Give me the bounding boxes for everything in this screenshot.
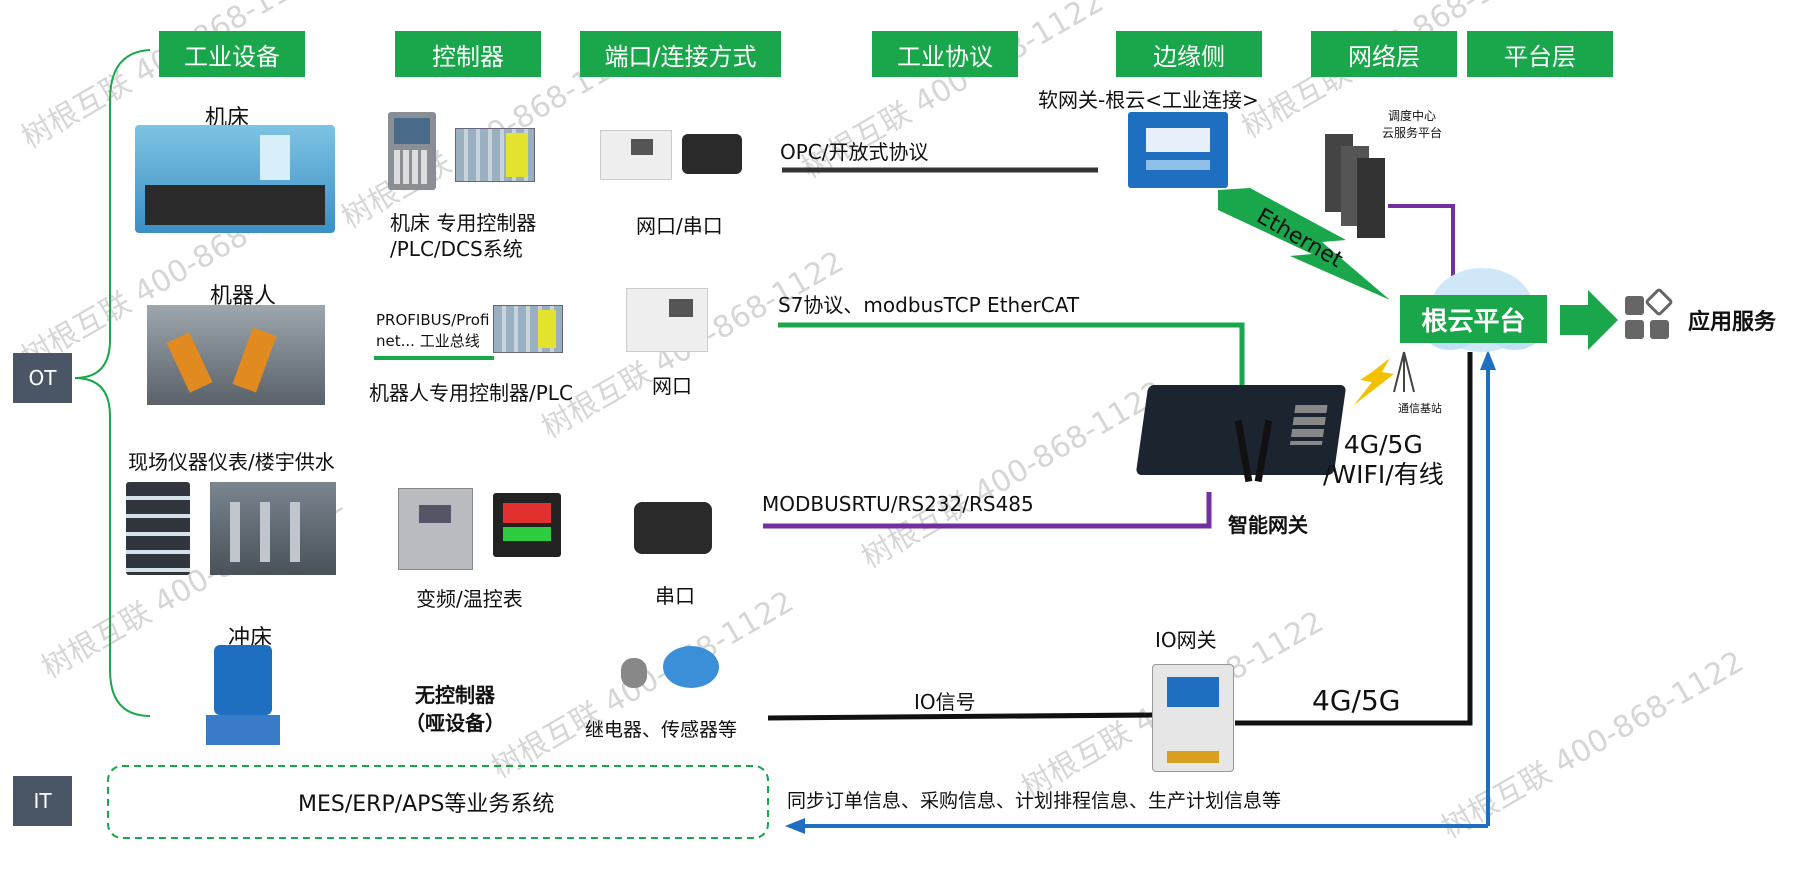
root-cloud-platform: 根云平台 [1400,295,1547,343]
s7-line [778,322,1245,392]
port-row1-label: 网口/串口 [636,214,723,238]
io-4g-label: 4G/5G [1312,684,1401,717]
server-stack-image [1325,134,1387,239]
profibus-underline [374,356,494,360]
plc-rack-image [455,128,535,182]
app-icon-sq1 [1625,296,1644,315]
header-port-connection: 端口/连接方式 [580,31,781,77]
modbus-line [763,492,1212,529]
io-gateway-label: IO网关 [1155,628,1217,652]
header-edge: 边缘侧 [1116,31,1262,77]
pump-room-image [210,482,336,575]
app-icon-sq3 [1625,320,1644,339]
ethernet-port-image [600,130,672,180]
protocol-row3-label: MODBUSRTU/RS232/RS485 [762,492,1034,516]
header-network-layer: 网络层 [1311,31,1457,77]
header-platform-layer: 平台层 [1467,31,1613,77]
port-row3-label: 串口 [655,584,695,608]
app-service-label: 应用服务 [1688,310,1777,335]
soft-gateway-label: 软网关-根云<工业连接> [1038,88,1259,112]
soft-gateway-screen [1128,112,1228,188]
robot-image [147,305,325,405]
protocol-row4-label: IO信号 [914,690,976,714]
io-gateway-image [1152,664,1234,772]
it-systems-label: MES/ERP/APS等业务系统 [298,792,555,817]
protocol-row1-label: OPC/开放式协议 [780,140,929,164]
controller-panel-image [388,112,436,190]
ethernet-port-image-2 [626,288,708,352]
io-4g-line [1235,352,1473,726]
app-icon-sq2 [1645,288,1673,316]
plc-rack-image-2 [493,305,563,353]
controller-row2-label: 机器人专用控制器/PLC [369,381,573,405]
io-line [767,712,1153,721]
smart-gateway-label: 智能网关 [1228,513,1308,537]
header-industrial-protocol: 工业协议 [872,31,1018,77]
it-systems-box [107,765,769,839]
controller-row4-label: 无控制器 （哑设备） [405,683,505,735]
ot-label: OT [13,353,72,403]
sync-arrow-up [1480,350,1496,370]
dispatch-center-label: 调度中心 云服务平台 [1382,109,1443,140]
it-label: IT [13,776,72,826]
app-icon-sq4 [1650,320,1669,339]
instrument-cabinet-image [126,482,190,575]
wireless-label: 4G/5G /WIFI/有线 [1323,430,1444,489]
controller-row1-label: 机床 专用控制器 /PLC/DCS系统 [390,211,537,261]
serial-port-image-2 [634,502,712,554]
inverter-image [398,488,473,570]
ot-brace [74,49,151,717]
header-controller: 控制器 [395,31,541,77]
relay-sensor-image [615,646,731,694]
base-station-label: 通信基站 [1398,402,1442,415]
server-cloud-line [1388,204,1455,276]
header-industrial-equipment: 工业设备 [159,31,305,77]
machine-tool-image [135,125,335,233]
protocol-row2-label: S7协议、modbusTCP EtherCAT [778,293,1080,317]
wireless-bolt [1354,358,1394,405]
press-image [194,645,290,748]
controller-row3-label: 变频/温控表 [416,587,523,611]
robot-label: 机器人 [210,284,277,309]
app-service-arrow [1560,290,1618,350]
instruments-label: 现场仪器仪表/楼宇供水 [128,450,335,474]
temp-controller-image [493,493,561,557]
serial-port-image [682,134,742,174]
port-row4-label: 继电器、传感器等 [585,719,738,741]
profibus-label: PROFIBUS/Profi net... 工业总线 [376,311,490,350]
ethernet-bolt [1218,188,1390,300]
sync-arrow-left [785,818,805,834]
sync-info-label: 同步订单信息、采购信息、计划排程信息、生产计划信息等 [787,790,1282,812]
port-row2-label: 网口 [652,374,692,398]
